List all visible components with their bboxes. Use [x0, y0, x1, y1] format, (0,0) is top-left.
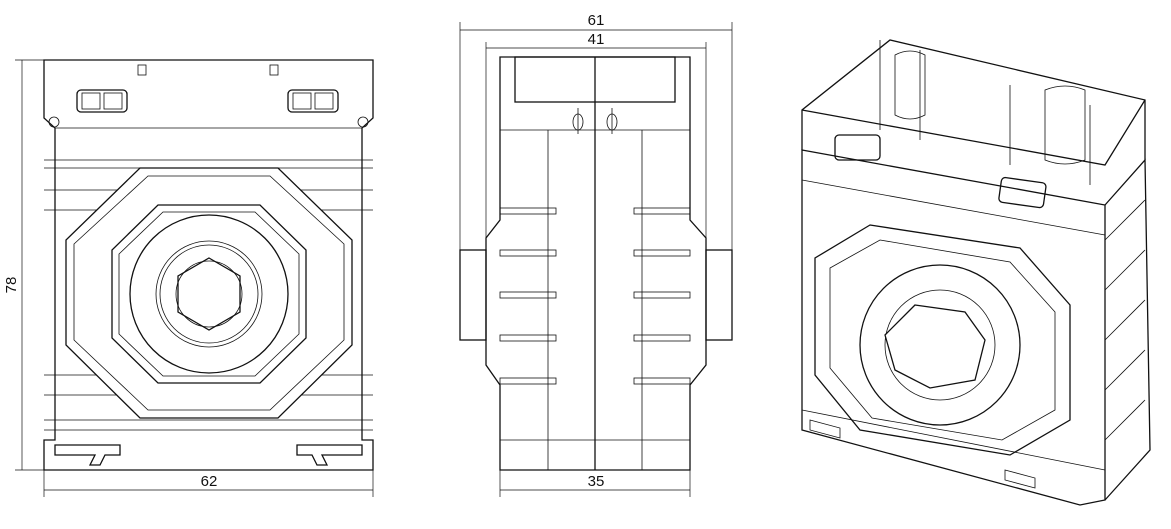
isometric-view: [801, 39, 1151, 506]
overall-width-dimension-label: 61: [588, 12, 605, 29]
side-view: 61 41 35: [459, 12, 733, 497]
front-view: 78 62: [3, 59, 374, 497]
height-dimension-label: 78: [3, 277, 20, 294]
base-width-dimension-label: 35: [588, 473, 605, 490]
body-width-dimension-label: 41: [588, 31, 605, 48]
width-dimension-label: 62: [201, 473, 218, 490]
